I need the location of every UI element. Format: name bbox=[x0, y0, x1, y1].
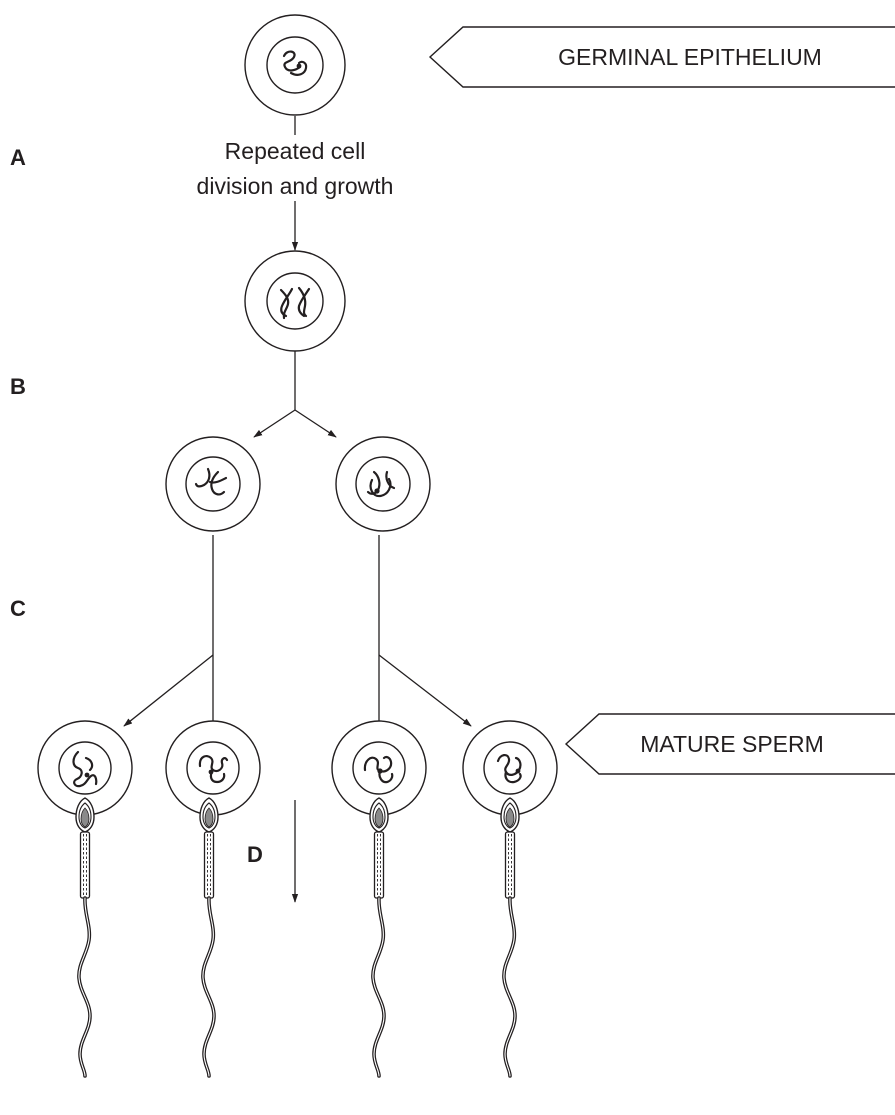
primary-spermatocyte-cell bbox=[244, 250, 346, 352]
germinal-epithelium-label: GERMINAL EPITHELIUM bbox=[558, 44, 822, 70]
spermatid-cell-2 bbox=[165, 720, 261, 816]
mature-sperm-2 bbox=[198, 796, 220, 1078]
mature-sperm-1 bbox=[74, 796, 96, 1078]
stage-label-b: B bbox=[10, 374, 26, 399]
caption-line-1: Repeated cell bbox=[225, 138, 366, 164]
stage-label-c: C bbox=[10, 596, 26, 621]
caption-line-2: division and growth bbox=[197, 173, 394, 199]
stage-label-a: A bbox=[10, 145, 26, 170]
spermatid-cell-3 bbox=[331, 720, 427, 816]
germinal-epithelium-cell bbox=[244, 14, 346, 116]
mature-sperm-label: MATURE SPERM bbox=[640, 731, 824, 757]
spermatid-cell-1 bbox=[37, 720, 133, 816]
mature-sperm-tag: MATURE SPERM bbox=[564, 713, 895, 775]
mature-sperm-3 bbox=[368, 796, 390, 1078]
germinal-epithelium-tag: GERMINAL EPITHELIUM bbox=[428, 26, 895, 88]
secondary-spermatocyte-left bbox=[165, 436, 261, 532]
spermatid-cell-4 bbox=[462, 720, 558, 816]
stage-label-d: D bbox=[247, 842, 263, 867]
secondary-spermatocyte-right bbox=[335, 436, 431, 532]
mature-sperm-4 bbox=[499, 796, 521, 1078]
